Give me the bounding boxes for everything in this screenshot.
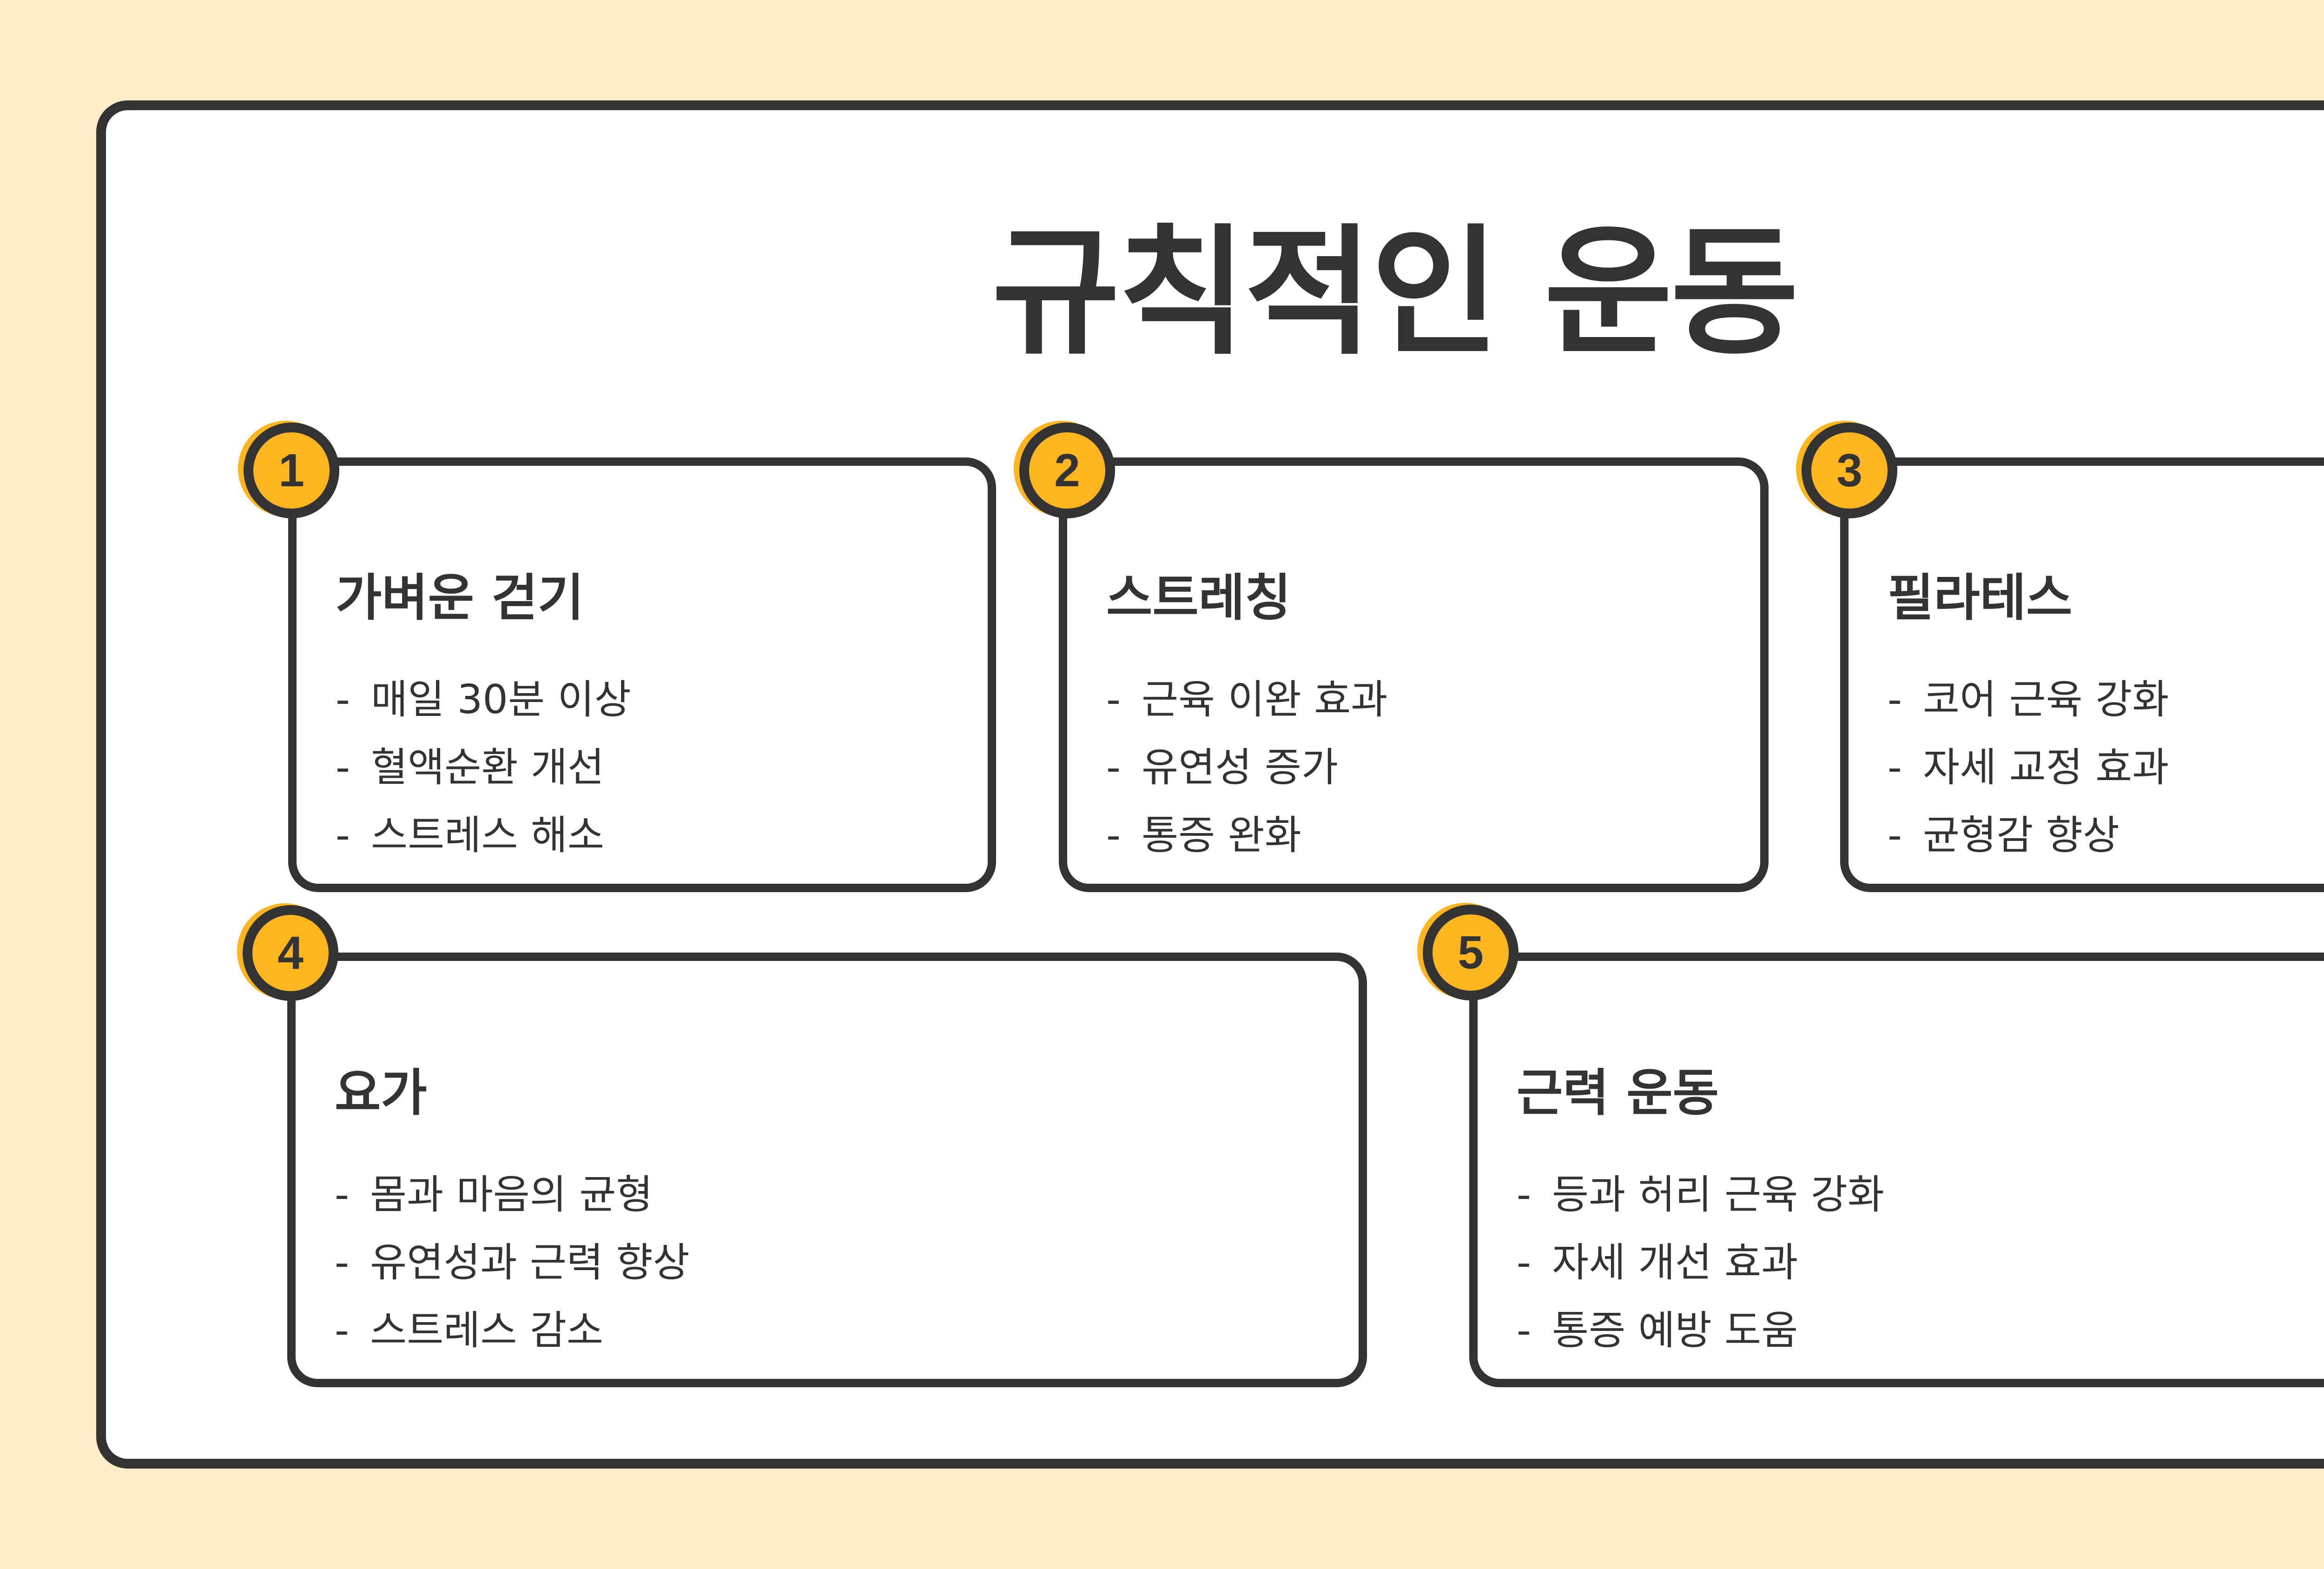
badge-number: 4 (243, 905, 338, 1001)
step-badge-1: 1 (238, 421, 339, 518)
card-title: 요가 (335, 1064, 427, 1122)
list-item: -스트레스 해소 (336, 801, 631, 869)
bullet-dash: - (1106, 676, 1121, 723)
badge-number: 3 (1802, 423, 1897, 518)
card-pilates: 필라테스 -코어 근육 강화 -자세 교정 효과 -균형감 향상 (1840, 457, 2324, 892)
card-title: 스트레칭 (1106, 569, 1291, 627)
list-item-text: 통증 예방 도움 (1552, 1307, 1798, 1354)
slide-title: 규칙적인 운동 (991, 212, 1799, 374)
card-yoga: 요가 -몸과 마음의 균형 -유연성과 근력 향상 -스트레스 감소 (287, 953, 1367, 1387)
list-item: -통증 예방 도움 (1517, 1297, 1884, 1364)
list-item: -통증 완화 (1106, 801, 1387, 869)
list-item: -등과 허리 근육 강화 (1517, 1161, 1884, 1229)
bullet-dash: - (1106, 744, 1121, 791)
bullet-dash: - (1888, 812, 1902, 859)
list-item-text: 몸과 마음의 균형 (370, 1172, 653, 1218)
list-item-text: 스트레스 해소 (371, 812, 605, 859)
card-title: 가벼운 걷기 (336, 569, 584, 627)
list-item-text: 자세 개선 효과 (1552, 1239, 1798, 1286)
step-badge-5: 5 (1417, 903, 1519, 1000)
step-badge-3: 3 (1796, 421, 1897, 518)
badge-number: 1 (244, 423, 339, 518)
card-item-list: -몸과 마음의 균형 -유연성과 근력 향상 -스트레스 감소 (335, 1161, 690, 1364)
list-item: -몸과 마음의 균형 (335, 1161, 690, 1229)
list-item-text: 유연성과 근력 향상 (370, 1239, 690, 1286)
bullet-dash: - (1517, 1307, 1532, 1354)
bullet-dash: - (335, 1172, 350, 1218)
bullet-dash: - (335, 1239, 350, 1286)
card-title: 필라테스 (1888, 569, 2073, 627)
list-item: -유연성 증가 (1106, 734, 1387, 801)
list-item: -스트레스 감소 (335, 1297, 690, 1364)
list-item: -자세 개선 효과 (1517, 1229, 1884, 1297)
bullet-dash: - (335, 1307, 350, 1354)
step-badge-4: 4 (237, 903, 338, 1001)
card-light-walking: 가벼운 걷기 -매일 30분 이상 -혈액순환 개선 -스트레스 해소 (288, 457, 996, 892)
bullet-dash: - (1517, 1172, 1532, 1218)
bullet-dash: - (336, 676, 350, 723)
list-item-text: 근육 이완 효과 (1142, 676, 1388, 723)
list-item: -혈액순환 개선 (336, 734, 631, 801)
list-item-text: 등과 허리 근육 강화 (1552, 1172, 1884, 1218)
card-title: 근력 운동 (1517, 1064, 1719, 1122)
badge-number: 2 (1019, 423, 1115, 518)
list-item: -매일 30분 이상 (336, 666, 631, 734)
card-item-list: -등과 허리 근육 강화 -자세 개선 효과 -통증 예방 도움 (1517, 1161, 1884, 1364)
list-item-text: 코어 근육 강화 (1923, 676, 2169, 723)
list-item-text: 통증 완화 (1142, 812, 1301, 859)
list-item-text: 매일 30분 이상 (371, 676, 631, 723)
bullet-dash: - (336, 744, 350, 791)
list-item-text: 혈액순환 개선 (371, 744, 605, 791)
bullet-dash: - (1888, 744, 1902, 791)
bullet-dash: - (1888, 676, 1902, 723)
list-item: -유연성과 근력 향상 (335, 1229, 690, 1297)
list-item-text: 스트레스 감소 (370, 1307, 604, 1354)
list-item-text: 자세 교정 효과 (1923, 744, 2169, 791)
list-item: -근육 이완 효과 (1106, 666, 1387, 734)
list-item: -자세 교정 효과 (1888, 734, 2169, 801)
list-item-text: 유연성 증가 (1142, 744, 1338, 791)
bullet-dash: - (1517, 1239, 1532, 1286)
bullet-dash: - (1106, 812, 1121, 859)
card-item-list: -매일 30분 이상 -혈액순환 개선 -스트레스 해소 (336, 666, 631, 869)
list-item: -코어 근육 강화 (1888, 666, 2169, 734)
bullet-dash: - (336, 812, 350, 859)
badge-number: 5 (1423, 905, 1519, 1000)
card-stretching: 스트레칭 -근육 이완 효과 -유연성 증가 -통증 완화 (1059, 457, 1769, 892)
list-item: -균형감 향상 (1888, 801, 2169, 869)
list-item-text: 균형감 향상 (1923, 812, 2119, 859)
card-item-list: -근육 이완 효과 -유연성 증가 -통증 완화 (1106, 666, 1387, 869)
card-strength-training: 근력 운동 -등과 허리 근육 강화 -자세 개선 효과 -통증 예방 도움 (1469, 953, 2324, 1387)
step-badge-2: 2 (1014, 421, 1115, 518)
card-item-list: -코어 근육 강화 -자세 교정 효과 -균형감 향상 (1888, 666, 2169, 869)
